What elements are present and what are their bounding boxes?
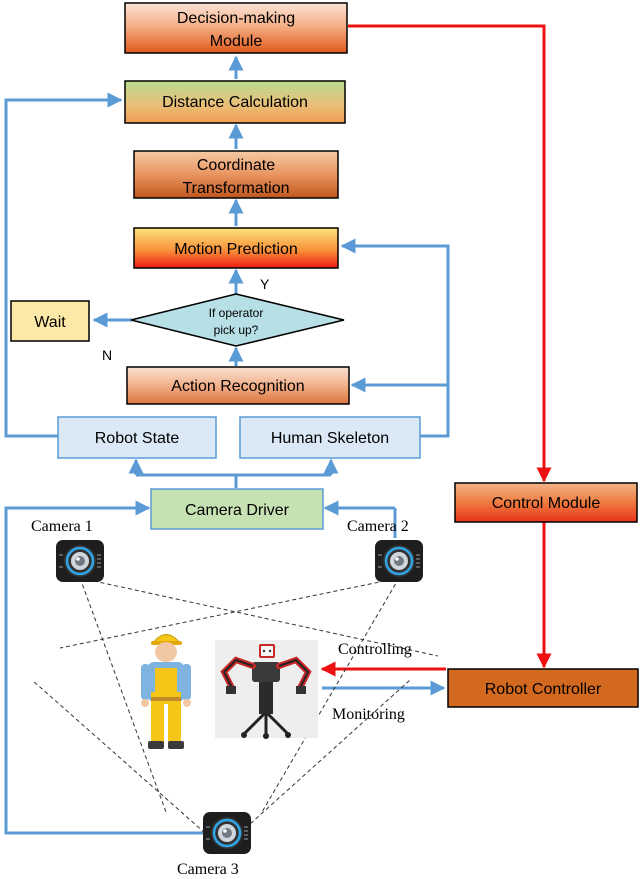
coordinate-transformation-box: Coordinate Transformation: [133, 150, 339, 199]
robot-state-box: Robot State: [57, 416, 217, 459]
controlling-label: Controlling: [338, 641, 412, 658]
monitoring-label: Monitoring: [332, 706, 405, 723]
action-recognition-box: Action Recognition: [126, 366, 350, 405]
camera-1-label: Camera 1: [31, 518, 93, 535]
coordinate-transformation-label-2: Transformation: [183, 180, 290, 197]
robot-controller-label: Robot Controller: [485, 681, 602, 698]
coordinate-transformation-label-1: Coordinate: [197, 157, 275, 174]
worker-illustration: [141, 634, 191, 749]
yes-branch-label: Y: [260, 276, 270, 292]
action-recognition-label: Action Recognition: [171, 378, 304, 395]
red-arrows: [320, 24, 552, 677]
distance-calculation-label: Distance Calculation: [162, 94, 308, 111]
blue-arrows: [4, 55, 450, 835]
no-branch-label: N: [102, 347, 112, 363]
robot-state-label: Robot State: [95, 430, 180, 447]
human-skeleton-label: Human Skeleton: [271, 430, 389, 447]
robot-controller-box: Robot Controller: [447, 668, 639, 708]
wait-label: Wait: [34, 314, 66, 331]
camera-fov-lines: [31, 577, 439, 834]
control-module-box: Control Module: [454, 482, 638, 523]
distance-calculation-box: Distance Calculation: [124, 80, 346, 124]
arrow-cam3-to-driver: [4, 500, 205, 835]
camera-driver-label: Camera Driver: [185, 502, 290, 519]
diamond-label-1: If operator: [209, 306, 264, 320]
control-module-label: Control Module: [492, 495, 601, 512]
arrow-robotstate-to-distance: [4, 92, 123, 438]
motion-prediction-label: Motion Prediction: [174, 241, 298, 258]
wait-box: Wait: [10, 300, 90, 342]
robot-illustration: [215, 640, 318, 739]
arrow-skeleton-to-motion: [340, 238, 450, 438]
decision-module-box: Decision-making Module: [124, 2, 348, 54]
operator-pickup-diamond: If operator pick up?: [130, 293, 345, 347]
camera-driver-box: Camera Driver: [150, 488, 324, 530]
decision-module-label-2: Module: [210, 33, 263, 50]
camera-3-label: Camera 3: [177, 861, 239, 878]
motion-prediction-box: Motion Prediction: [133, 227, 339, 269]
decision-module-label-1: Decision-making: [177, 10, 295, 27]
camera-2-icon: [373, 538, 425, 584]
camera-3-icon: [201, 810, 253, 856]
arrow-decision-to-control: [348, 24, 552, 483]
camera-1-icon: [54, 538, 106, 584]
human-skeleton-box: Human Skeleton: [239, 416, 421, 459]
camera-2-label: Camera 2: [347, 518, 409, 535]
diamond-label-2: pick up?: [214, 323, 259, 337]
